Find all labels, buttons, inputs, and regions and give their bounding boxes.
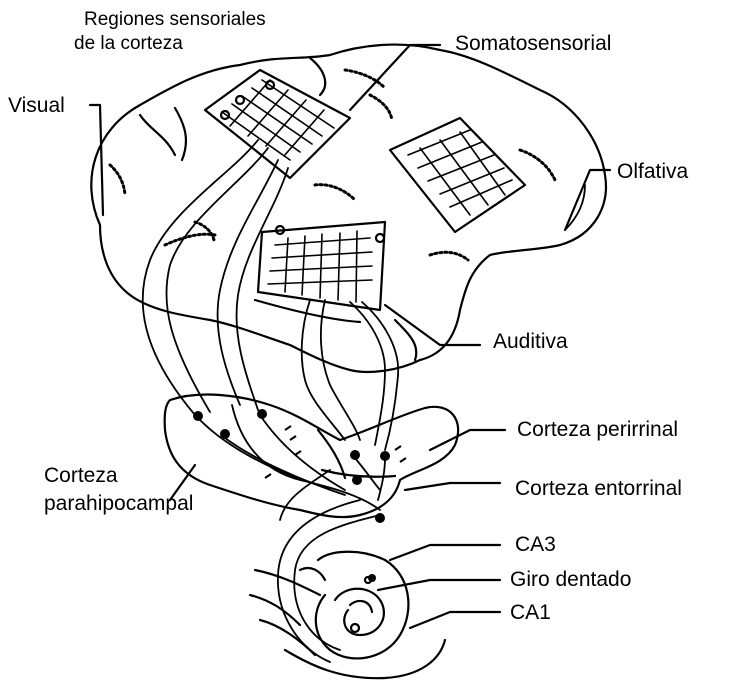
neuron-dot xyxy=(380,451,390,461)
label-regiones-line2: de la corteza xyxy=(74,32,183,55)
shade-3 xyxy=(520,150,555,180)
olfativa-grid xyxy=(390,118,525,232)
frontal-bump xyxy=(310,58,325,95)
neuron-dot xyxy=(220,429,230,439)
label-visual: Visual xyxy=(8,94,65,118)
shade-2 xyxy=(370,95,392,120)
neuron-dot xyxy=(193,411,203,421)
label-parahipocampal-line2: parahipocampal xyxy=(44,492,193,516)
leader-ca1 xyxy=(410,612,500,628)
label-ca1: CA1 xyxy=(510,601,551,625)
label-olfativa: Olfativa xyxy=(617,160,688,184)
leader-somatosensorial xyxy=(350,45,440,110)
auditiva-grid xyxy=(258,222,385,310)
label-regiones-line1: Regiones sensoriales xyxy=(84,8,266,31)
parahippocampal-body xyxy=(165,395,458,518)
sulcus-2 xyxy=(175,108,186,160)
fiber-aud-1 xyxy=(302,300,345,440)
label-parahipocampal-line1: Corteza xyxy=(44,464,118,488)
label-perirrinal: Corteza perirrinal xyxy=(517,418,678,442)
label-auditiva: Auditiva xyxy=(493,330,568,354)
shade-5 xyxy=(315,185,355,200)
shade-7 xyxy=(430,252,468,260)
leader-ca3 xyxy=(390,545,500,560)
hippocampus xyxy=(250,552,445,678)
label-entorrinal: Corteza entorrinal xyxy=(515,477,682,501)
neuron-dot xyxy=(352,475,362,485)
fiber-visual-2 xyxy=(166,148,268,412)
fiber-aud-3 xyxy=(350,302,385,445)
sulcus-1 xyxy=(140,115,175,155)
neuron-dot xyxy=(257,409,267,419)
shade-8 xyxy=(195,222,214,240)
neuron-dot xyxy=(350,450,360,460)
label-ca3: CA3 xyxy=(515,533,556,557)
shade-6 xyxy=(165,234,215,245)
shade-4 xyxy=(110,165,125,195)
leader-giro xyxy=(378,580,500,590)
label-giro-dentado: Giro dentado xyxy=(510,568,631,592)
fiber-visual-1 xyxy=(143,140,258,415)
neuron-dot xyxy=(368,574,376,582)
cortex-outline xyxy=(91,45,606,372)
neuron-dot xyxy=(375,513,385,523)
label-somatosensorial: Somatosensorial xyxy=(455,32,611,56)
leader-entorrinal xyxy=(405,483,500,490)
